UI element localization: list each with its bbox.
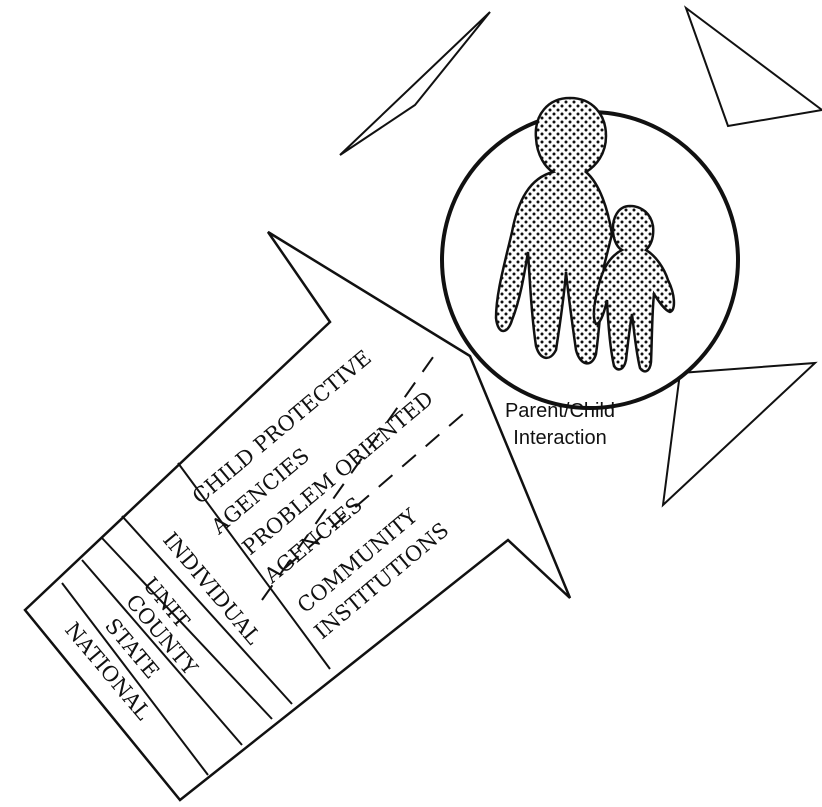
center-label-line-1: Parent/Child (505, 400, 615, 422)
center-label-line-2: Interaction (513, 427, 606, 449)
arrowhead-top-left (340, 12, 490, 155)
arrowhead-bottom-right (663, 363, 815, 505)
arrowhead-top-right (686, 8, 822, 126)
